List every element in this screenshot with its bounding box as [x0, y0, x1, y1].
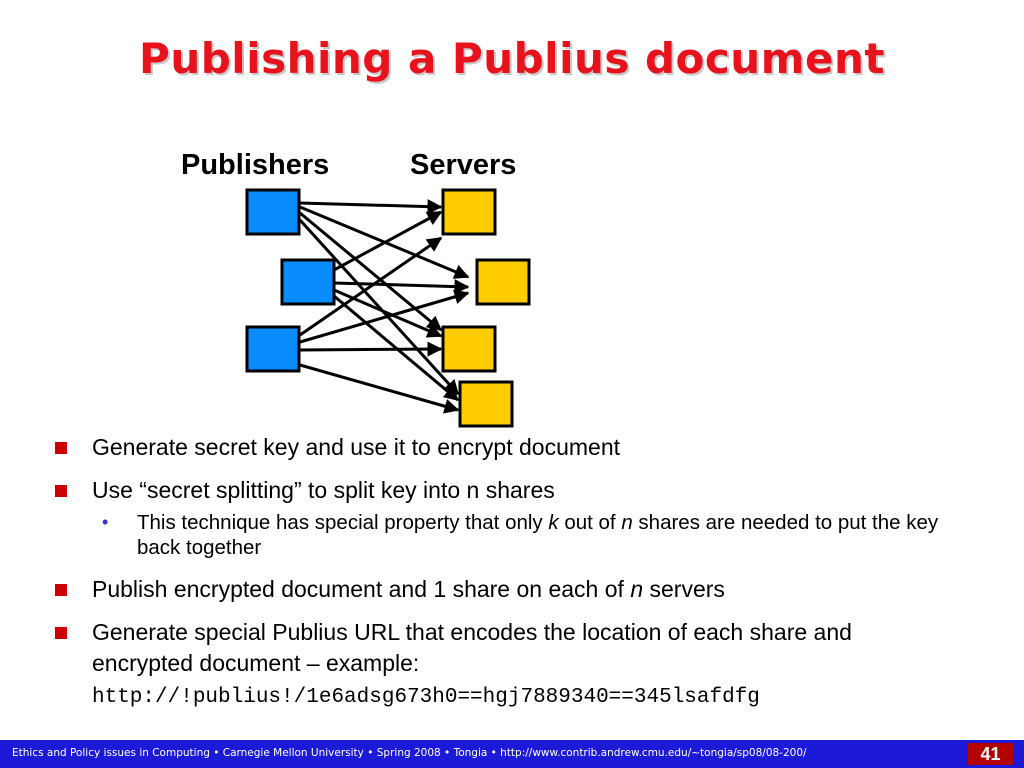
sub-bullet-item: • This technique has special property th…: [55, 510, 955, 560]
server-box: [458, 380, 514, 428]
dot-bullet-icon: •: [102, 512, 109, 532]
publisher-box: [280, 258, 336, 306]
example-url: http://!publius!/1e6adsg673h0==hgj788934…: [92, 686, 760, 709]
square-bullet-icon: [55, 584, 67, 596]
arrow: [299, 341, 443, 357]
arrow: [299, 199, 443, 215]
arrow: [299, 236, 443, 337]
sub-bullet-text-3: shares are needed to put the key back to…: [137, 511, 939, 559]
sub-bullet-text-1: This technique has special property that…: [137, 511, 549, 534]
footer-text: Ethics and Policy issues in Computing • …: [12, 747, 807, 759]
arrows: [298, 199, 470, 414]
slide-title: Publishing a Publius document: [139, 34, 885, 83]
arrow: [333, 288, 443, 338]
bullet-text-part2: servers: [643, 576, 725, 602]
square-bullet-icon: [55, 627, 67, 639]
sub-bullet-text-2: out of: [558, 511, 622, 534]
footer-bar: Ethics and Policy issues in Computing • …: [0, 740, 1024, 768]
publisher-box: [245, 188, 301, 236]
square-bullet-icon: [55, 442, 67, 454]
bullet-text: Use “secret splitting” to split key into…: [92, 477, 555, 503]
bullet-text: Generate secret key and use it to encryp…: [92, 434, 621, 460]
arrow: [298, 218, 460, 396]
sub-bullet-k: k: [548, 511, 559, 534]
arrow: [299, 363, 460, 414]
bullet-item: Generate special Publius URL that encode…: [55, 617, 955, 713]
arrow: [299, 211, 443, 332]
server-box: [475, 258, 531, 306]
page-number: 41: [968, 743, 1013, 765]
arrow: [333, 279, 470, 295]
bullet-list: Generate secret key and use it to encryp…: [55, 432, 955, 725]
server-box: [441, 188, 497, 236]
arrow: [333, 210, 443, 272]
server-box: [441, 325, 497, 373]
publishers-label: Publishers: [181, 149, 329, 181]
sub-bullet-n: n: [621, 511, 633, 534]
publisher-box: [245, 325, 301, 373]
bullet-item: Generate secret key and use it to encryp…: [55, 432, 955, 463]
square-bullet-icon: [55, 485, 67, 497]
bullet-n: n: [630, 576, 644, 602]
bullet-text: Generate special Publius URL that encode…: [92, 619, 852, 676]
bullet-text-part1: Publish encrypted document and 1 share o…: [92, 576, 631, 602]
publishing-diagram: Publishers Servers: [181, 149, 531, 428]
arrow: [299, 289, 470, 344]
servers-label: Servers: [410, 149, 516, 181]
bullet-item: Use “secret splitting” to split key into…: [55, 475, 955, 506]
bullet-item: Publish encrypted document and 1 share o…: [55, 574, 955, 605]
